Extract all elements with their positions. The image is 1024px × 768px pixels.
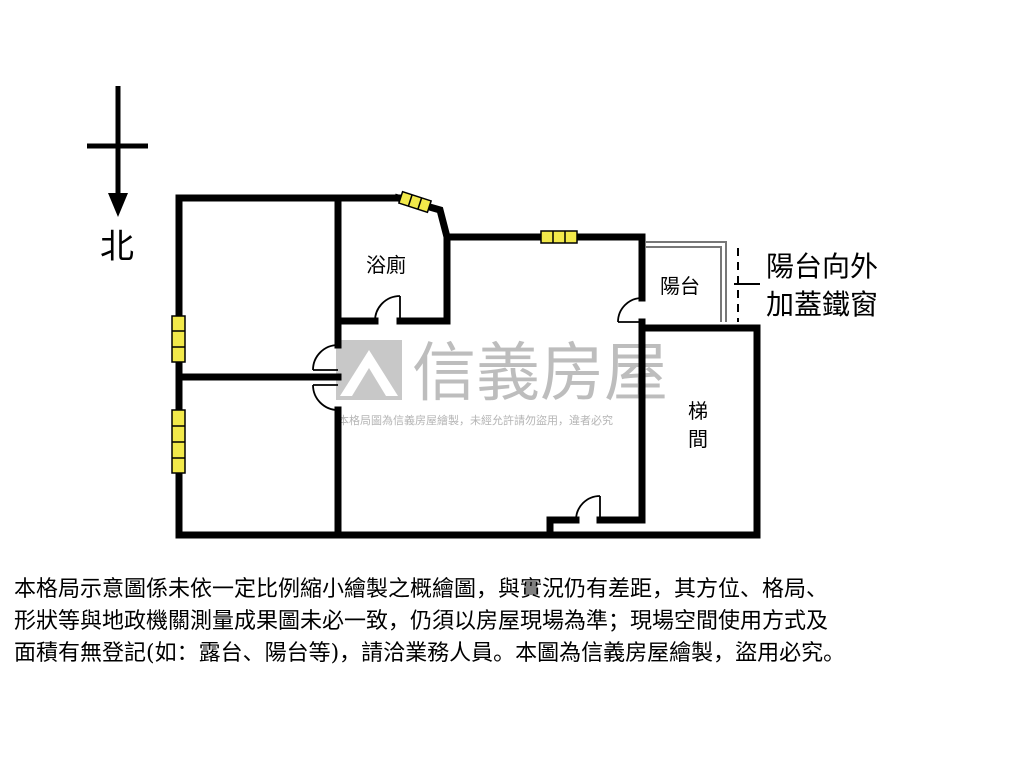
watermark: 信義房屋 本格局圖為信義房屋繪製，未經允許請勿盜用，違者必究 [336, 337, 668, 427]
disclaimer: 本格局示意圖係未依一定比例縮小繪製之概繪圖，與實況仍有差距，其方位、格局、 形狀… [14, 574, 1014, 670]
door-icon [312, 344, 339, 371]
room-label-balcony: 陽台 [660, 274, 700, 298]
disclaimer-line: 面積有無登記(如：露台、陽台等)，請洽業務人員。本圖為信義房屋繪製，盜用必究。 [14, 641, 846, 666]
disclaimer-line: 形狀等與地政機關測量成果圖未必一致，仍須以房屋現場為準；現場空間使用方式及 [14, 609, 829, 634]
walls [175, 193, 761, 539]
door-icon [312, 384, 339, 411]
floor-plan: 信義房屋 本格局圖為信義房屋繪製，未經允許請勿盜用，違者必究 北 [87, 86, 878, 539]
balcony-note-line2: 加蓋鐵窗 [766, 288, 878, 321]
room-label-bathroom: 浴廁 [366, 253, 406, 277]
room-label-stairwell-2: 間 [688, 427, 708, 451]
window-icon [540, 230, 578, 244]
watermark-brand: 信義房屋 [412, 337, 668, 411]
watermark-subtext: 本格局圖為信義房屋繪製，未經允許請勿盜用，違者必究 [338, 413, 613, 427]
window-icon [171, 315, 186, 363]
door-icon [617, 297, 643, 323]
door-icon [575, 495, 601, 521]
room-label-stairwell-1: 梯 [688, 399, 708, 423]
doors [312, 295, 643, 521]
balcony-iron-window [734, 248, 760, 322]
disclaimer-line: 本格局示意圖係未依一定比例縮小繪製之概繪圖，與實況仍有差距，其方位、格局、 [14, 577, 829, 602]
windows [171, 190, 578, 474]
north-arrow-icon [87, 86, 148, 217]
balcony-note-line1: 陽台向外 [766, 250, 878, 283]
window-icon [397, 190, 433, 214]
brand-logo-icon [336, 340, 402, 400]
north-label: 北 [100, 227, 134, 267]
balcony-outline [645, 241, 727, 322]
window-icon [171, 409, 186, 474]
door-icon [374, 295, 401, 322]
